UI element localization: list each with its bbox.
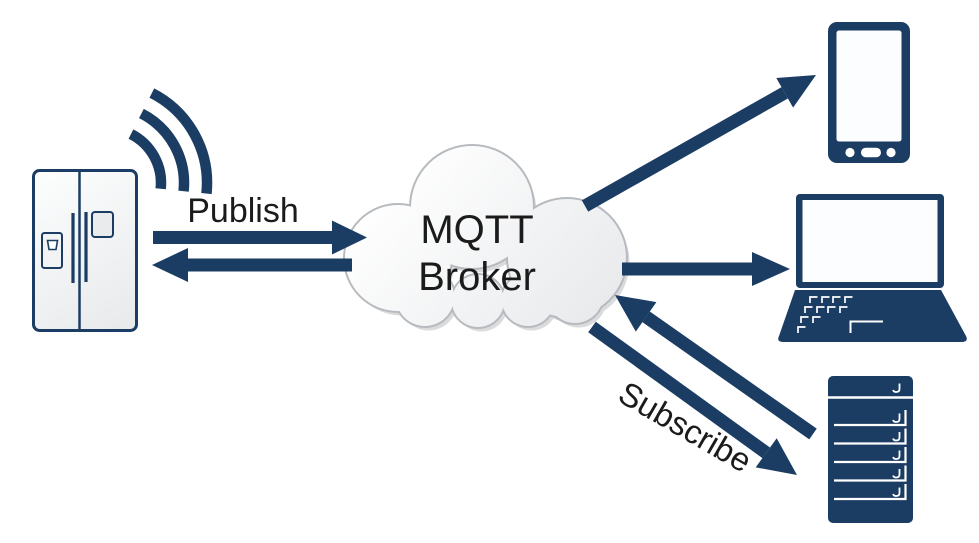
broker-label-line1: MQTT <box>420 208 533 252</box>
cloud-icon: MQTT Broker <box>343 144 630 332</box>
broker-to-laptop-arrow <box>622 252 790 286</box>
wifi-arc-large <box>149 88 213 195</box>
laptop-keyboard-keys <box>797 296 853 333</box>
refrigerator-icon <box>32 169 138 332</box>
smartphone-button-right <box>886 147 896 158</box>
subscribe-arrowhead-icon <box>615 295 657 332</box>
server-arrowhead-icon <box>755 438 797 475</box>
broker-to-smartphone-arrow <box>581 75 816 212</box>
laptop-base <box>778 290 967 342</box>
dispenser-cup-icon <box>46 239 59 251</box>
cloud-fill <box>345 146 626 327</box>
publish-arrowhead-icon <box>332 220 367 255</box>
server-body <box>828 376 913 523</box>
broker-to-server-arrow <box>588 321 797 475</box>
laptop-screen <box>802 200 938 282</box>
water-dispenser <box>41 232 63 269</box>
publish-arrow <box>153 220 367 255</box>
laptop-touchpad <box>849 320 883 333</box>
wifi-arc-medium <box>138 108 190 192</box>
broker-label-line2: Broker <box>418 255 536 299</box>
refrigerator-display-panel <box>91 211 114 238</box>
server-drive-slots <box>834 410 907 501</box>
server-icon <box>828 376 913 523</box>
publish-return-arrow <box>152 248 352 282</box>
publish-label: Publish <box>187 192 299 230</box>
smartphone-home-button <box>861 147 881 158</box>
laptop-arrowhead-icon <box>752 252 790 286</box>
server-slot-latch-icons <box>892 413 901 497</box>
smartphone-button-left <box>845 147 855 158</box>
wifi-signal-icon <box>128 88 213 195</box>
smartphone-arrowhead-icon <box>776 75 816 108</box>
smartphone-screen <box>836 30 902 142</box>
server-top-latch-icon <box>892 383 901 393</box>
wifi-arc-small <box>128 129 167 190</box>
laptop-icon <box>778 194 967 342</box>
smartphone-icon <box>828 22 910 163</box>
publish-return-arrowhead-icon <box>152 248 188 282</box>
subscribe-arrow <box>615 295 817 440</box>
